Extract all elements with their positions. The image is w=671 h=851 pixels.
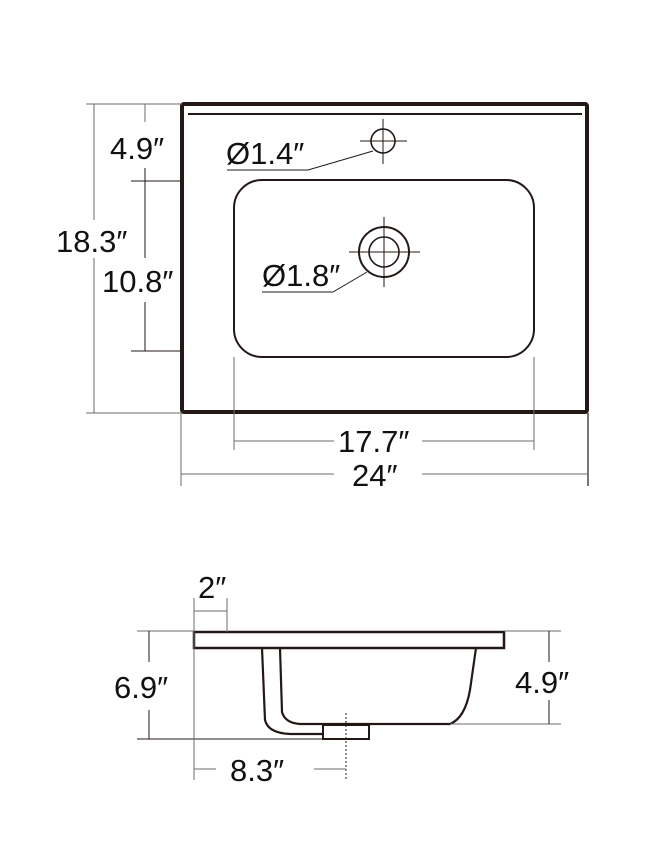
overall-depth-label: 18.3″ <box>56 224 127 259</box>
back-to-basin-label: 4.9″ <box>110 131 164 166</box>
side-basin-depth-dimension <box>450 630 561 725</box>
drain-icon <box>349 217 420 287</box>
drain-offset-label: 8.3″ <box>230 753 284 788</box>
faucet-hole-leader <box>227 150 374 171</box>
total-height-label: 6.9″ <box>114 670 168 705</box>
side-basin-depth-label: 4.9″ <box>515 665 569 700</box>
total-height-dimension <box>137 630 323 780</box>
basin-width-dimension <box>233 357 535 450</box>
countertop-slab <box>192 630 506 650</box>
faucet-hole-label: Ø1.4″ <box>226 136 304 171</box>
countertop-outline <box>180 102 589 414</box>
drain-fitting <box>322 724 370 740</box>
basin-profile <box>260 647 478 736</box>
drain-leader <box>262 271 368 293</box>
overall-width-label: 24″ <box>352 458 397 493</box>
drain-label: Ø1.8″ <box>262 258 340 293</box>
basin-outline <box>233 179 535 358</box>
overall-depth-dimension <box>86 103 182 414</box>
deck-width-label: 2″ <box>198 570 226 605</box>
side-view: 2″ 6.9″ 4.9″ 8.3″ <box>114 570 569 788</box>
basin-width-label: 17.7″ <box>338 424 409 459</box>
overall-width-dimension <box>180 413 589 486</box>
top-view: Ø1.4″ Ø1.8″ 18.3″ 4.9″ <box>56 102 589 493</box>
basin-depth-dimension <box>131 172 182 352</box>
deck-width-dimension <box>193 598 228 632</box>
basin-depth-label: 10.8″ <box>102 264 173 299</box>
faucet-hole-icon <box>360 119 407 164</box>
